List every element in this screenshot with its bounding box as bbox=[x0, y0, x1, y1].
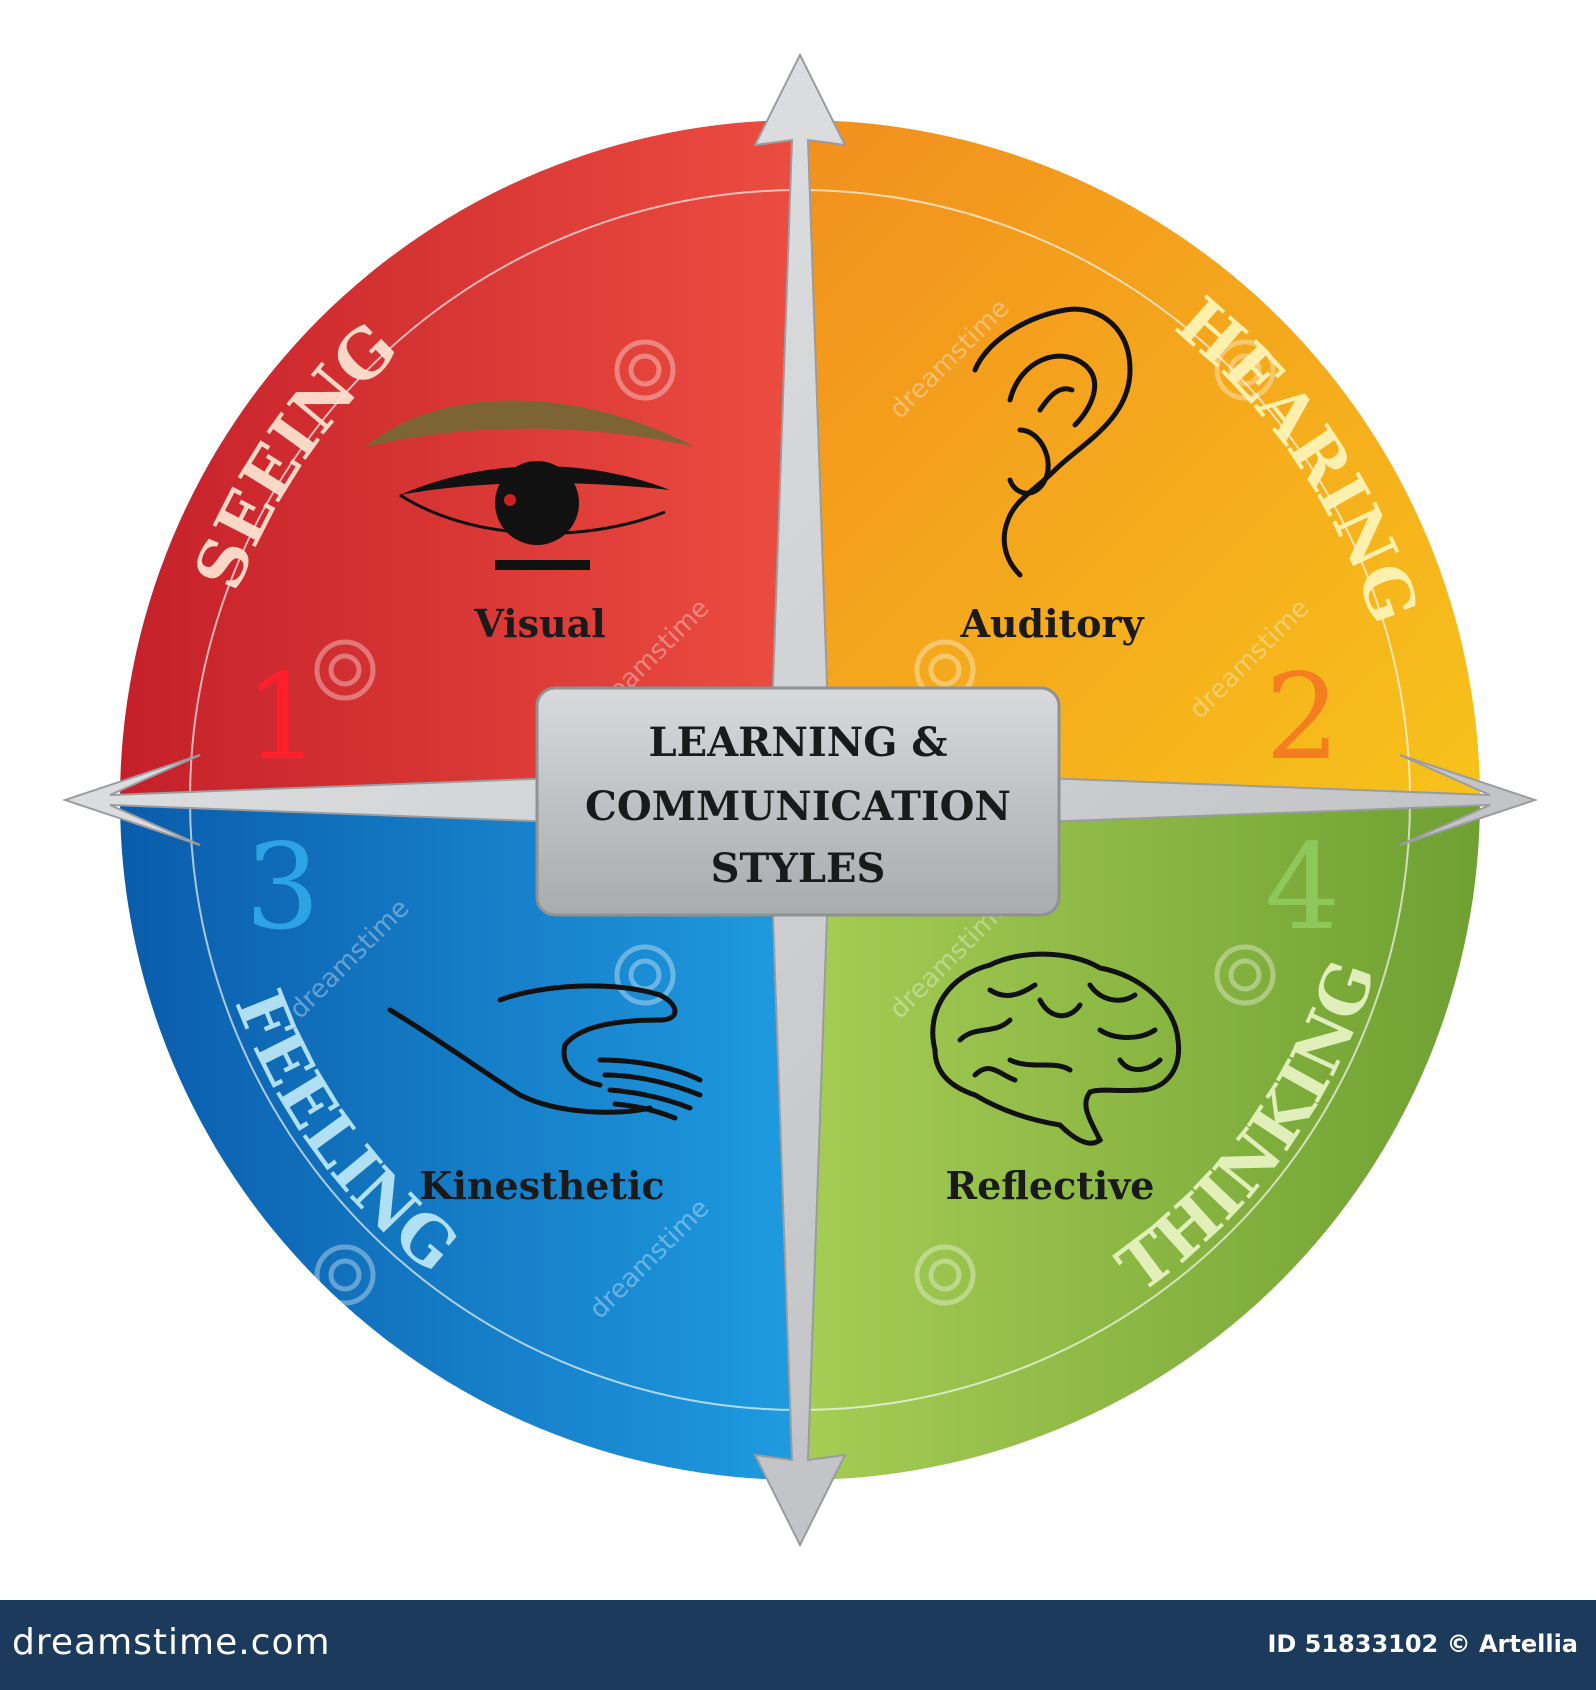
quadrant-number-2: 2 bbox=[1265, 648, 1340, 786]
center-box bbox=[535, 686, 1061, 917]
hand-icon bbox=[387, 983, 703, 1121]
footer-bar: dreamstime.com ID 51833102 © Artellia bbox=[0, 1600, 1596, 1690]
center-title-line-2: COMMUNICATION bbox=[585, 783, 1011, 830]
style-label-kinesthetic: Kinesthetic bbox=[419, 1163, 664, 1208]
center-title-line-1: LEARNING & bbox=[649, 719, 948, 766]
style-label-reflective: Reflective bbox=[946, 1163, 1155, 1208]
center-title-line-3: STYLES bbox=[711, 845, 886, 892]
quadrant-number-4: 4 bbox=[1265, 818, 1340, 956]
quadrant-number-1: 1 bbox=[245, 648, 320, 786]
style-label-visual: Visual bbox=[473, 601, 605, 646]
quadrant-visual bbox=[120, 120, 800, 800]
footer-logo: dreamstime.com bbox=[12, 1622, 331, 1663]
footer-image-id: ID 51833102 © Artellia bbox=[1267, 1630, 1578, 1658]
eye-icon bbox=[365, 400, 695, 570]
learning-styles-diagram: dreamstime dreamstime dreamstime dreamst… bbox=[61, 3, 1539, 1591]
ear-icon bbox=[972, 306, 1133, 578]
quadrant-number-3: 3 bbox=[245, 818, 320, 956]
brain-icon bbox=[930, 951, 1182, 1146]
style-label-auditory: Auditory bbox=[959, 601, 1144, 646]
watermark-text: dreamstime bbox=[584, 3, 716, 135]
watermark-swirls bbox=[314, 39, 1276, 1591]
quadrant-kinesthetic bbox=[120, 800, 800, 1480]
quadrant-auditory bbox=[800, 120, 1480, 800]
